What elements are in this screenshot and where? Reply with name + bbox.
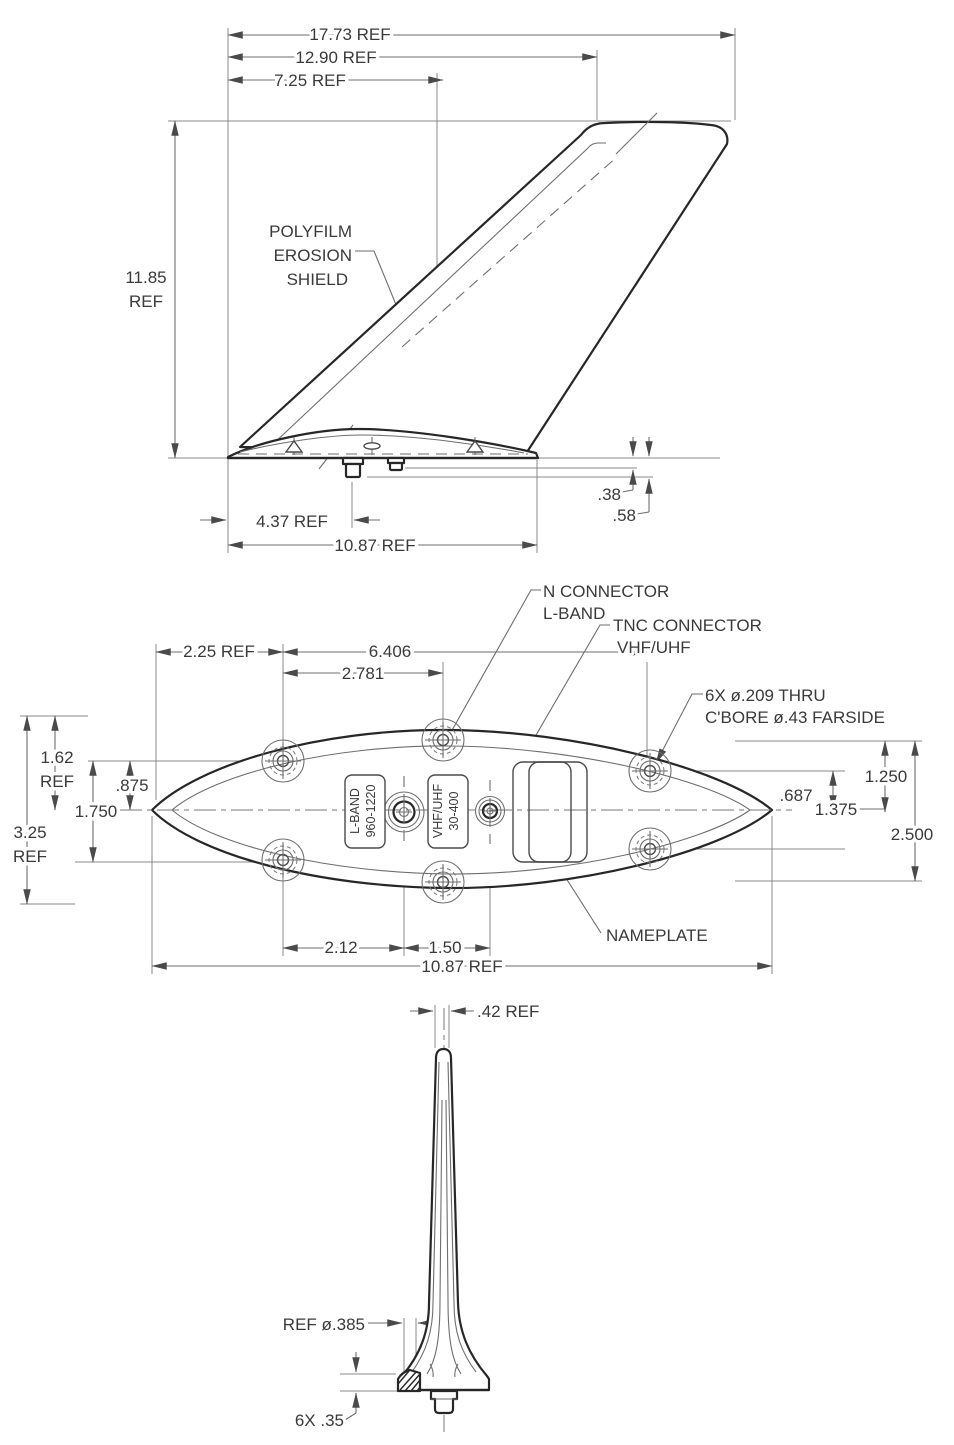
connector-id-labels: L-BAND 960-1220 VHF/UHF 30-400 — [344, 774, 469, 849]
dim-2-500: 2.500 — [891, 825, 934, 844]
base-screw-marks — [284, 437, 485, 455]
mounting-holes — [261, 718, 672, 904]
dim-2-25-ref: 2.25 REF — [183, 642, 255, 661]
dim-10-87-ref-side: 10.87 REF — [334, 536, 415, 555]
vhf-box-line1: VHF/UHF — [431, 784, 445, 839]
side-view-texts: 17.73 REF 12.90 REF 7.25 REF 11.85 REF P… — [122, 22, 639, 559]
tnc-connector-stud-side — [386, 456, 406, 472]
lband-box-line2: 960-1220 — [364, 785, 378, 838]
dim-875: .875 — [115, 776, 148, 795]
dim-2-12: 2.12 — [324, 938, 357, 957]
n-connector-plan — [383, 776, 425, 848]
side-view-fin-outline — [238, 112, 729, 470]
dim-ref-385: REF ø.385 — [283, 1315, 365, 1334]
n-connector-label-line1: N CONNECTOR — [543, 582, 669, 601]
tnc-connector-plan — [474, 780, 506, 844]
polyfilm-label-line2: EROSION — [274, 246, 352, 265]
plan-texts: N CONNECTOR L-BAND TNC CONNECTOR VHF/UHF… — [10, 579, 937, 980]
dim-12-90-ref: 12.90 REF — [295, 48, 376, 67]
lband-box-line1: L-BAND — [348, 788, 362, 834]
side-view-dimension-lines — [171, 31, 736, 549]
dim-7-25-ref: 7.25 REF — [274, 71, 346, 90]
hole-top-right — [628, 749, 672, 793]
n-connector-label-line2: L-BAND — [543, 604, 605, 623]
dim-1-250: 1.250 — [865, 767, 908, 786]
plan-view: L-BAND 960-1220 VHF/UHF 30-400 N CONNECT… — [10, 579, 937, 980]
front-view: .42 REF REF ø.385 6X .35 — [280, 999, 543, 1433]
front-texts: .42 REF REF ø.385 6X .35 — [280, 999, 543, 1433]
side-view: 17.73 REF 12.90 REF 7.25 REF 11.85 REF P… — [122, 22, 736, 559]
sectioned-screw — [396, 1368, 422, 1393]
tnc-connector-label-line2: VHF/UHF — [617, 638, 691, 657]
dim-1-50: 1.50 — [428, 938, 461, 957]
dim-38: .38 — [597, 485, 621, 504]
hole-bottom-right — [628, 827, 672, 871]
dim-2-781: 2.781 — [342, 664, 385, 683]
dim-687: .687 — [779, 786, 812, 805]
dim-11-85-line2: REF — [129, 292, 163, 311]
polyfilm-label-line3: SHIELD — [287, 270, 348, 289]
dim-3-25-line2: REF — [13, 847, 47, 866]
dim-11-85-line1: 11.85 — [125, 268, 166, 287]
dim-1-62-line2: REF — [40, 772, 74, 791]
hole-top-center — [421, 718, 465, 762]
nameplate-label: NAMEPLATE — [606, 926, 708, 945]
dim-4-37-ref: 4.37 REF — [256, 512, 328, 531]
dim-3-25-line1: 3.25 — [13, 823, 46, 842]
holes-note-line2: C'BORE ø.43 FARSIDE — [705, 708, 885, 727]
vhf-box-line2: 30-400 — [447, 791, 461, 830]
front-stud — [429, 1389, 459, 1415]
front-blade-outline — [398, 1047, 491, 1392]
nameplate — [512, 761, 588, 863]
dim-6-406: 6.406 — [369, 642, 412, 661]
plan-dimension-lines — [23, 589, 919, 970]
dim-6x-35: 6X .35 — [295, 1411, 344, 1430]
tnc-connector-label-line1: TNC CONNECTOR — [613, 616, 762, 635]
side-view-base — [226, 427, 540, 479]
dim-1-750: 1.750 — [75, 802, 118, 821]
polyfilm-label-line1: POLYFILM — [269, 222, 352, 241]
hole-top-left — [261, 739, 305, 783]
dim-1-375: 1.375 — [815, 800, 858, 819]
dim-10-87-ref-plan: 10.87 REF — [421, 957, 502, 976]
dim-58: .58 — [612, 506, 636, 525]
dim-42-ref: .42 REF — [477, 1002, 539, 1021]
hole-bottom-center — [421, 860, 465, 904]
dim-17-73-ref: 17.73 REF — [309, 25, 390, 44]
dim-1-62-line1: 1.62 — [40, 748, 73, 767]
n-connector-stud-side — [341, 456, 365, 479]
hole-bottom-left — [261, 838, 305, 882]
holes-note-line1: 6X ø.209 THRU — [705, 686, 826, 705]
